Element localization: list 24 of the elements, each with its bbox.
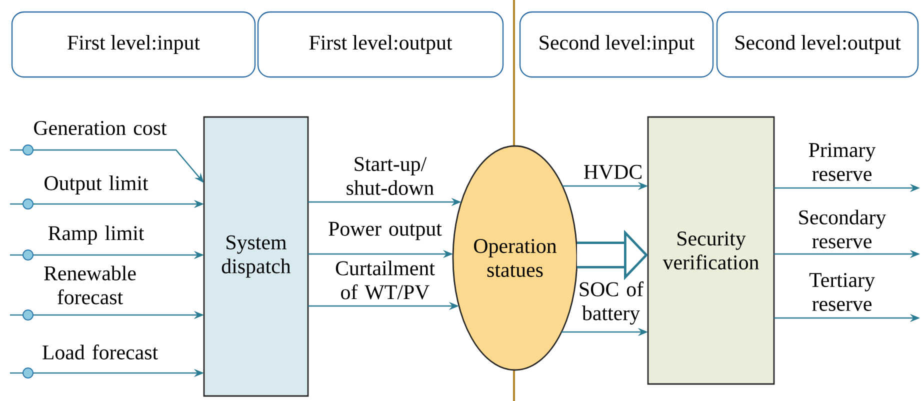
edge-label: SOC of battery	[580, 281, 644, 325]
input-terminal	[10, 144, 34, 156]
edge-label: Renewable forecast	[44, 266, 136, 304]
process-box: Security verification	[647, 116, 775, 385]
edge-label: HVDC	[584, 164, 642, 180]
header-box: Second level:output	[716, 11, 919, 78]
edge-label: Generation cost	[34, 120, 167, 136]
header-box: Second level:input	[519, 11, 714, 78]
edge-label: Primary reserve	[808, 143, 876, 181]
edge-label: Ramp limit	[48, 226, 144, 244]
edge-label: Power output	[328, 222, 442, 240]
edge-label: Tertiary reserve	[809, 273, 875, 311]
header-box: First level:input	[11, 11, 256, 78]
edge-label: Curtailment of WT/PV	[336, 260, 435, 300]
input-terminal	[10, 368, 34, 378]
input-terminal	[10, 250, 34, 260]
input-terminal	[10, 310, 34, 320]
edge-label: Secondary reserve	[799, 210, 886, 248]
input-terminal	[10, 198, 34, 210]
edge-label: Start-up/ shut-down	[346, 157, 434, 195]
edge-label: Output limit	[44, 176, 148, 194]
edge-label: Load forecast	[42, 344, 158, 360]
header-box: First level:output	[257, 11, 504, 78]
process-box: System dispatch	[203, 116, 309, 397]
